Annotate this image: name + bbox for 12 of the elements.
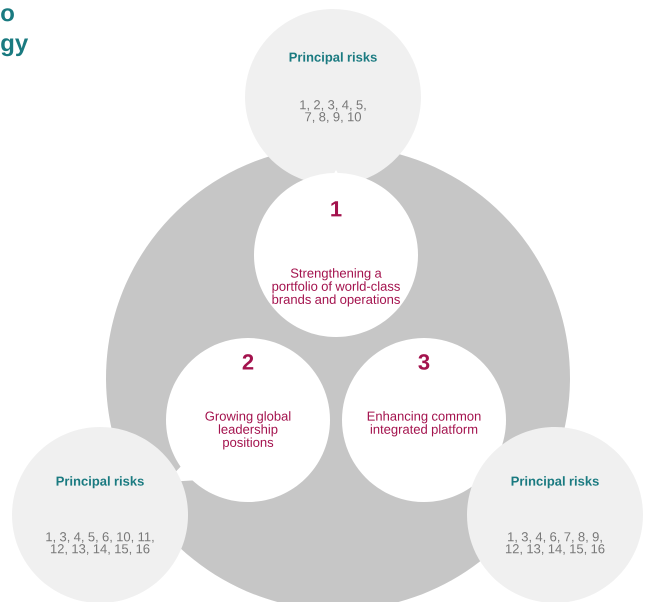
risk-heading: Principal risks [512,476,599,488]
risk-heading: Principal risks [290,52,377,64]
objective-number: 3 [418,354,430,370]
risk-heading: Principal risks [56,476,144,488]
cut-title: o [1,8,14,22]
risk-numbers: 1, 3, 4, 6, 7, 8, 9, 12, 13, 14, 15, 16 [506,532,604,555]
cut-title: gy [1,38,28,56]
objective-text: Growing global leadership positions [205,411,290,450]
objective-number: 2 [242,354,254,370]
risk-numbers: 1, 3, 4, 5, 6, 10, 11, 12, 13, 14, 15, 16 [46,532,154,555]
objective-text: Enhancing common integrated platform [368,411,480,436]
risk-numbers: 1, 2, 3, 4, 5, 7, 8, 9, 10 [300,100,366,123]
